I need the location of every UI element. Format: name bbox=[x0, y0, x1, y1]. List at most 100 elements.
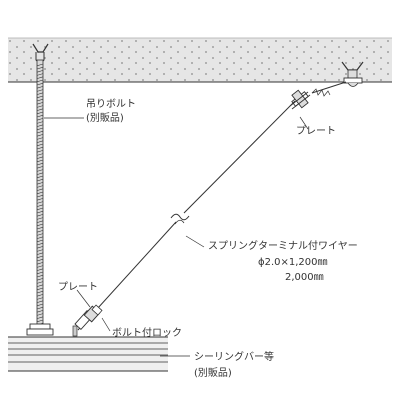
bolt-thread-mark bbox=[36, 79, 44, 83]
bolt-thread-mark bbox=[36, 319, 44, 323]
wire-spec-2: 2,000㎜ bbox=[285, 272, 324, 283]
bolt-thread-mark bbox=[36, 150, 44, 153]
bolt-thread-mark bbox=[36, 98, 44, 102]
bolt-thread-mark bbox=[36, 230, 44, 233]
wire-name-label: スプリングターミナル付ワイヤー bbox=[208, 239, 358, 252]
bolt-thread-mark bbox=[36, 198, 44, 201]
bolt-thread-mark bbox=[36, 223, 44, 227]
hanging-bolt-note: (別販品) bbox=[86, 112, 124, 124]
bolt-thread-mark bbox=[36, 137, 44, 140]
bolt-thread-mark bbox=[36, 214, 44, 217]
bolt-thread-mark bbox=[36, 252, 44, 255]
bolt-thread-mark bbox=[36, 278, 44, 281]
bolt-threads bbox=[36, 63, 44, 326]
bolt-thread-mark bbox=[36, 188, 44, 191]
ceiling-slab bbox=[8, 37, 392, 83]
bolt-thread-mark bbox=[36, 303, 44, 307]
bolt-thread-mark bbox=[36, 242, 44, 246]
bolt-thread-mark bbox=[36, 159, 44, 163]
upper-plate bbox=[289, 89, 311, 110]
bolt-thread-mark bbox=[36, 140, 44, 143]
bolt-thread-mark bbox=[36, 284, 44, 287]
bolt-thread-mark bbox=[36, 162, 44, 166]
bolt-thread-mark bbox=[36, 210, 44, 214]
bolt-thread-mark bbox=[36, 134, 44, 137]
bolt-thread-mark bbox=[36, 207, 44, 211]
bolt-thread-mark bbox=[36, 204, 44, 207]
bolt-thread-mark bbox=[36, 169, 44, 172]
bolt-thread-mark bbox=[36, 233, 44, 236]
bolt-thread-mark bbox=[36, 175, 44, 179]
bolt-thread-mark bbox=[36, 271, 44, 275]
bolt-thread-mark bbox=[36, 226, 44, 230]
bolt-thread-mark bbox=[36, 316, 44, 319]
bolt-thread-mark bbox=[36, 236, 44, 239]
bolt-thread-mark bbox=[36, 178, 44, 182]
bolt-thread-mark bbox=[36, 95, 44, 99]
bolt-thread-mark bbox=[36, 313, 44, 316]
bolt-thread-mark bbox=[36, 255, 44, 259]
bolt-thread-mark bbox=[36, 70, 44, 73]
bolt-thread-mark bbox=[36, 172, 44, 175]
bolt-thread-mark bbox=[36, 220, 44, 223]
bolt-thread-mark bbox=[36, 127, 44, 131]
bolt-thread-mark bbox=[36, 194, 44, 198]
bolt-thread-mark bbox=[36, 268, 44, 271]
bolt-thread-mark bbox=[36, 86, 44, 89]
bolt-thread-mark bbox=[36, 124, 44, 127]
bolt-thread-mark bbox=[36, 300, 44, 303]
bolt-thread-mark bbox=[36, 258, 44, 262]
bolt-lock bbox=[72, 325, 78, 337]
bolt-thread-mark bbox=[36, 166, 44, 169]
bolt-thread-mark bbox=[36, 306, 44, 310]
bolt-thread-mark bbox=[36, 290, 44, 294]
wire-spec-1: ϕ2.0×1,200㎜ bbox=[258, 257, 328, 268]
ceiling-bar-label: シーリングバー等 bbox=[194, 350, 274, 363]
bolt-thread-mark bbox=[36, 118, 44, 121]
bolt-thread-mark bbox=[36, 182, 44, 185]
bolt-thread-mark bbox=[36, 281, 44, 284]
bolt-thread-mark bbox=[36, 294, 44, 297]
bolt-thread-mark bbox=[36, 156, 44, 159]
bolt-thread-mark bbox=[36, 249, 44, 252]
bolt-thread-mark bbox=[36, 201, 44, 204]
leader-lines bbox=[44, 116, 309, 357]
bolt-thread-mark bbox=[36, 105, 44, 108]
bolt-thread-mark bbox=[36, 310, 44, 313]
hanging-bolt-label: 吊りボルト bbox=[86, 98, 136, 110]
upper-spring bbox=[311, 81, 347, 97]
bolt-thread-mark bbox=[36, 262, 44, 265]
bolt-thread-mark bbox=[36, 274, 44, 278]
bolt-thread-mark bbox=[36, 111, 44, 115]
bolt-thread-mark bbox=[36, 108, 44, 111]
bolt-thread-mark bbox=[36, 92, 44, 95]
bolt-thread-mark bbox=[36, 121, 44, 124]
bolt-thread-mark bbox=[36, 89, 44, 92]
ceiling-bar bbox=[8, 336, 168, 372]
bolt-thread-mark bbox=[36, 146, 44, 150]
upper-anchor bbox=[341, 61, 364, 87]
hanging-bolt-nuts bbox=[26, 323, 54, 336]
hanging-bolt bbox=[32, 43, 49, 329]
bolt-thread-mark bbox=[36, 73, 44, 76]
bolt-thread-mark bbox=[36, 153, 44, 156]
bolt-thread-mark bbox=[36, 143, 44, 147]
bolt-thread-mark bbox=[36, 297, 44, 300]
bolt-thread-mark bbox=[36, 217, 44, 220]
bolt-thread-mark bbox=[36, 246, 44, 249]
bolt-thread-mark bbox=[36, 63, 44, 67]
bolt-thread-mark bbox=[36, 114, 44, 118]
bolt-thread-mark bbox=[36, 239, 44, 243]
lower-plate-label: プレート bbox=[58, 281, 98, 293]
bolt-thread-mark bbox=[36, 102, 44, 105]
ceiling-bar-note: (別販品) bbox=[194, 367, 232, 379]
bolt-thread-mark bbox=[36, 265, 44, 268]
wire bbox=[77, 100, 296, 331]
upper-plate-label: プレート bbox=[296, 125, 336, 137]
bolt-thread-mark bbox=[36, 66, 44, 70]
bolt-thread-mark bbox=[36, 130, 44, 134]
lower-plate bbox=[74, 304, 103, 331]
bolt-thread-mark bbox=[36, 287, 44, 291]
bolt-thread-mark bbox=[36, 191, 44, 195]
